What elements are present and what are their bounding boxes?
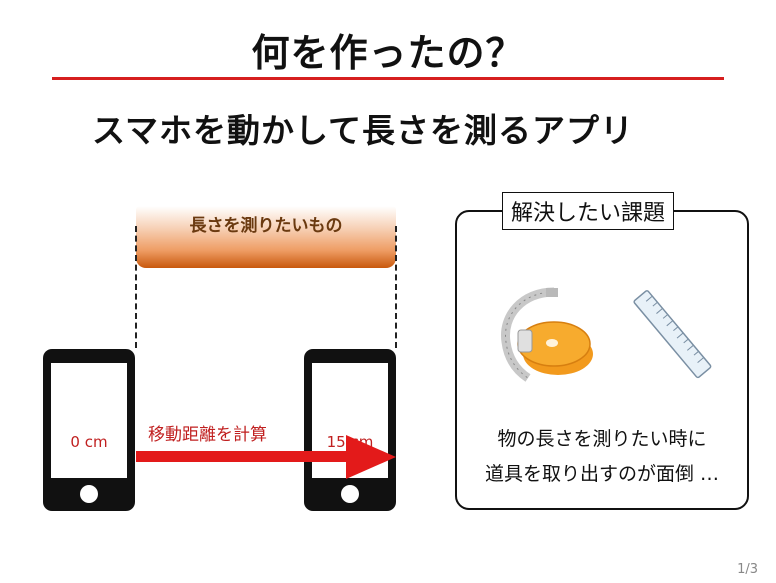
ruler-icon (633, 290, 712, 379)
page-title: 何を作ったの？ (251, 31, 525, 75)
movement-arrow-shaft (136, 451, 350, 462)
movement-arrow-head-icon (346, 435, 396, 479)
left-dashed-guide (135, 226, 137, 348)
tape-measure-icon (501, 287, 593, 382)
phone-end: 15 cm (304, 349, 396, 511)
problem-heading: 解決したい課題 (502, 192, 675, 230)
page-number: 1/3 (737, 562, 758, 577)
movement-label: 移動距離を計算 (148, 425, 267, 445)
right-dashed-guide (395, 226, 397, 348)
problem-line-2: 道具を取り出すのが面倒 … (484, 463, 720, 485)
measured-object-bar (136, 206, 396, 268)
subtitle: スマホを動かして長さを測るアプリ (92, 111, 635, 150)
problem-line-1: 物の長さを測りたい時に (497, 428, 707, 450)
phone-start: 0 cm (43, 349, 135, 511)
home-button-icon (341, 485, 359, 503)
home-button-icon (80, 485, 98, 503)
measured-object-label: 長さを測りたいもの (189, 216, 343, 236)
title-underline (52, 77, 724, 80)
phone-start-screen: 0 cm (51, 363, 127, 478)
phone-start-reading: 0 cm (70, 433, 108, 451)
